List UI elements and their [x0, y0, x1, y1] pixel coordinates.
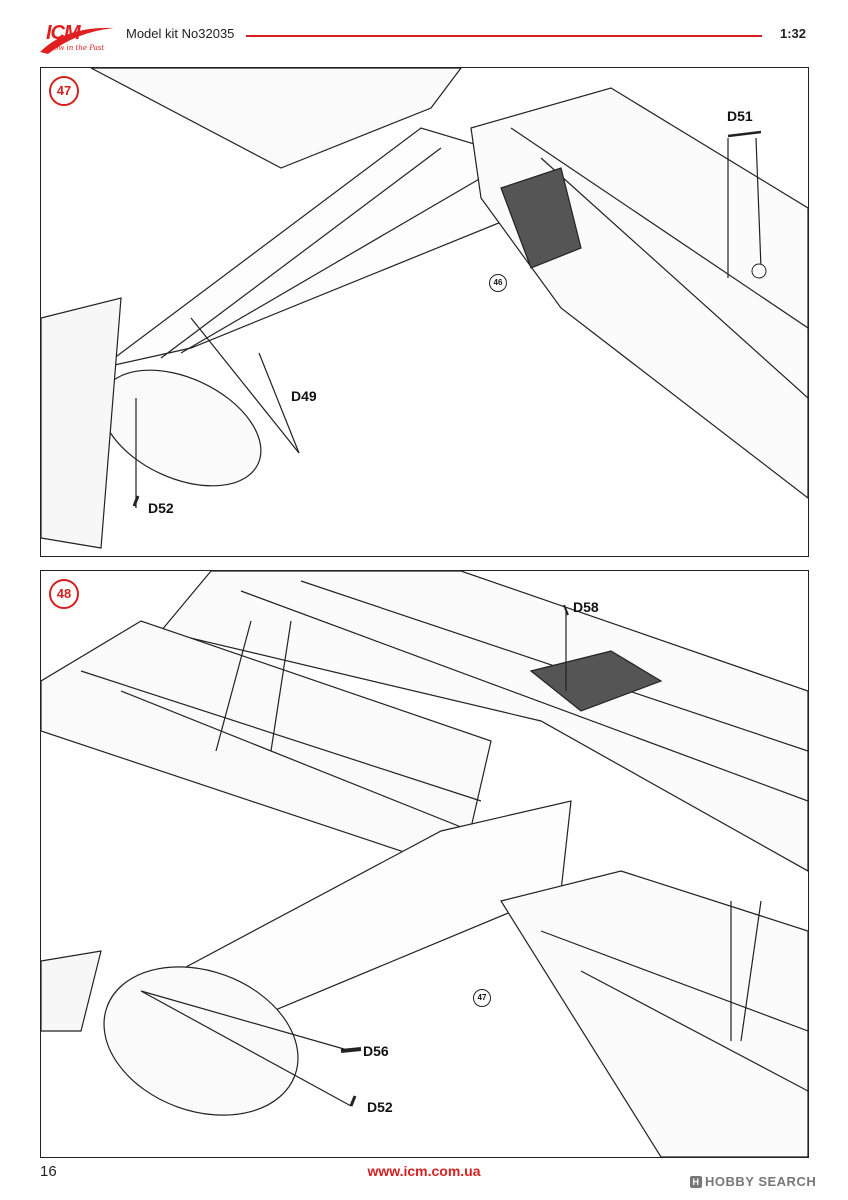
step-number-badge: 48	[49, 579, 79, 609]
part-label-d52: D52	[148, 500, 174, 516]
hobby-search-icon: H	[690, 1176, 702, 1188]
part-label-d58: D58	[573, 599, 599, 615]
logo-wordmark: ICM	[46, 22, 81, 44]
website-link[interactable]: www.icm.com.ua	[367, 1163, 481, 1179]
header-rule	[246, 35, 762, 37]
step-47-panel: 47 46 D51 D49 D52	[40, 67, 809, 557]
logo-swoosh-icon	[40, 27, 114, 54]
reference-step-circle: 47	[473, 989, 491, 1007]
step-48-illustration	[41, 571, 808, 1157]
reference-step-circle: 46	[489, 274, 507, 292]
part-label-d56: D56	[363, 1043, 389, 1059]
kit-title: Model kit No32035	[126, 26, 235, 41]
part-label-d52: D52	[367, 1099, 393, 1115]
page-header: ICM Now in the Past Model kit No32035 1:…	[0, 0, 848, 60]
step-47-illustration	[41, 68, 808, 549]
part-label-d49: D49	[291, 388, 317, 404]
part-label-d51: D51	[727, 108, 753, 124]
watermark-text: HOBBY SEARCH	[705, 1174, 817, 1189]
step-48-panel: 48 47 D58 D56 D52	[40, 570, 809, 1158]
page-number: 16	[40, 1163, 57, 1180]
logo-tagline: Now in the Past	[48, 44, 105, 52]
step-number-badge: 47	[49, 76, 79, 106]
kit-scale: 1:32	[780, 26, 807, 41]
